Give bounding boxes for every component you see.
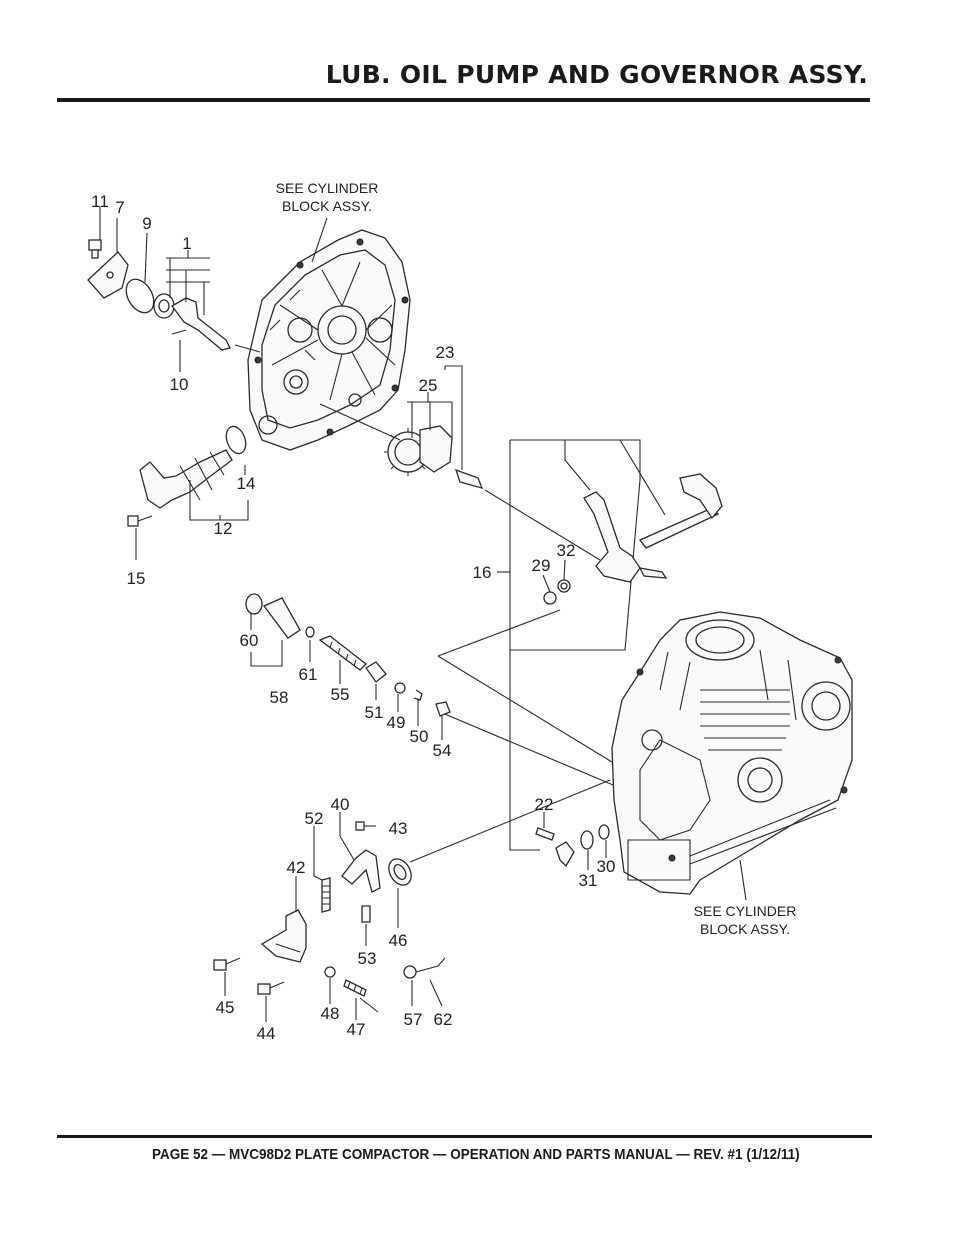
leader-52 <box>313 826 323 881</box>
label-9: 9 <box>142 214 151 233</box>
bracket-23 <box>444 365 463 470</box>
label-47: 47 <box>347 1020 366 1039</box>
label-15: 15 <box>127 569 146 588</box>
label-60: 60 <box>240 631 259 650</box>
leader-see-cylinder-bottom <box>739 859 747 901</box>
axis-line-3 <box>484 489 601 561</box>
bracket-12 <box>189 480 249 521</box>
governor-lever-parts <box>260 821 412 963</box>
bracket-58 <box>250 640 283 667</box>
label-45: 45 <box>216 998 235 1017</box>
leader-see-cylinder-top <box>311 217 328 263</box>
label-10: 10 <box>170 375 189 394</box>
bracket-25 <box>407 392 453 440</box>
oil-strainer-parts <box>127 425 247 527</box>
axis-line-1 <box>234 344 261 353</box>
oil-pump-gear-parts <box>384 425 484 489</box>
footer-rule <box>57 1135 872 1138</box>
label-51: 51 <box>365 703 384 722</box>
label-46: 46 <box>389 931 408 950</box>
label-52: 52 <box>305 809 324 828</box>
label-30: 30 <box>597 857 616 876</box>
governor-sleeve-parts <box>245 593 451 717</box>
label-40: 40 <box>331 795 350 814</box>
label-54: 54 <box>433 741 452 760</box>
note-see-cylinder-top-2: BLOCK ASSY. <box>282 198 372 214</box>
crankcase-cover-illustration <box>247 229 411 451</box>
bracket-16-lower <box>509 650 540 851</box>
page-header: LUB. OIL PUMP AND GOVERNOR ASSY. <box>0 0 954 110</box>
page-title: LUB. OIL PUMP AND GOVERNOR ASSY. <box>325 60 868 89</box>
label-55: 55 <box>331 685 350 704</box>
axis-line-2 <box>319 403 401 441</box>
cylinder-block-illustration <box>611 611 853 895</box>
label-7: 7 <box>115 198 124 217</box>
label-23: 23 <box>436 343 455 362</box>
label-44: 44 <box>257 1024 276 1043</box>
footer-text: PAGE 52 — MVC98D2 PLATE COMPACTOR — OPER… <box>151 1146 800 1163</box>
leader-9 <box>144 232 148 283</box>
label-48: 48 <box>321 1004 340 1023</box>
leader-62 <box>429 979 443 1007</box>
label-53: 53 <box>358 949 377 968</box>
label-29: 29 <box>532 556 551 575</box>
label-16: 16 <box>473 563 492 582</box>
note-see-cylinder-bottom-1: SEE CYLINDER <box>694 903 797 919</box>
label-11: 11 <box>91 192 109 211</box>
header-rule <box>57 98 870 102</box>
note-see-cylinder-bottom-2: BLOCK ASSY. <box>700 921 790 937</box>
leader-29 <box>542 574 551 593</box>
label-61: 61 <box>299 665 318 684</box>
governor-arm-small-parts <box>535 824 610 868</box>
leader-32 <box>563 559 566 581</box>
axis-line-4 <box>439 711 626 791</box>
leader-40 <box>339 812 355 861</box>
label-22: 22 <box>535 795 554 814</box>
bracket-16-lines <box>437 609 613 763</box>
throttle-linkage-parts <box>213 957 446 1013</box>
label-57: 57 <box>404 1010 423 1029</box>
label-50: 50 <box>410 727 429 746</box>
label-43: 43 <box>389 819 408 838</box>
note-see-cylinder-top-1: SEE CYLINDER <box>276 180 379 196</box>
label-12: 12 <box>214 519 233 538</box>
label-25: 25 <box>419 376 438 395</box>
label-1: 1 <box>182 234 191 253</box>
governor-shaft-assy <box>509 439 723 651</box>
label-32: 32 <box>557 541 576 560</box>
label-58: 58 <box>270 688 289 707</box>
label-14: 14 <box>237 474 256 493</box>
label-31: 31 <box>579 871 598 890</box>
bracket-1 <box>166 250 210 315</box>
label-62: 62 <box>434 1010 453 1029</box>
oil-pump-cover-parts <box>87 239 231 351</box>
label-49: 49 <box>387 713 406 732</box>
label-42: 42 <box>287 858 306 877</box>
